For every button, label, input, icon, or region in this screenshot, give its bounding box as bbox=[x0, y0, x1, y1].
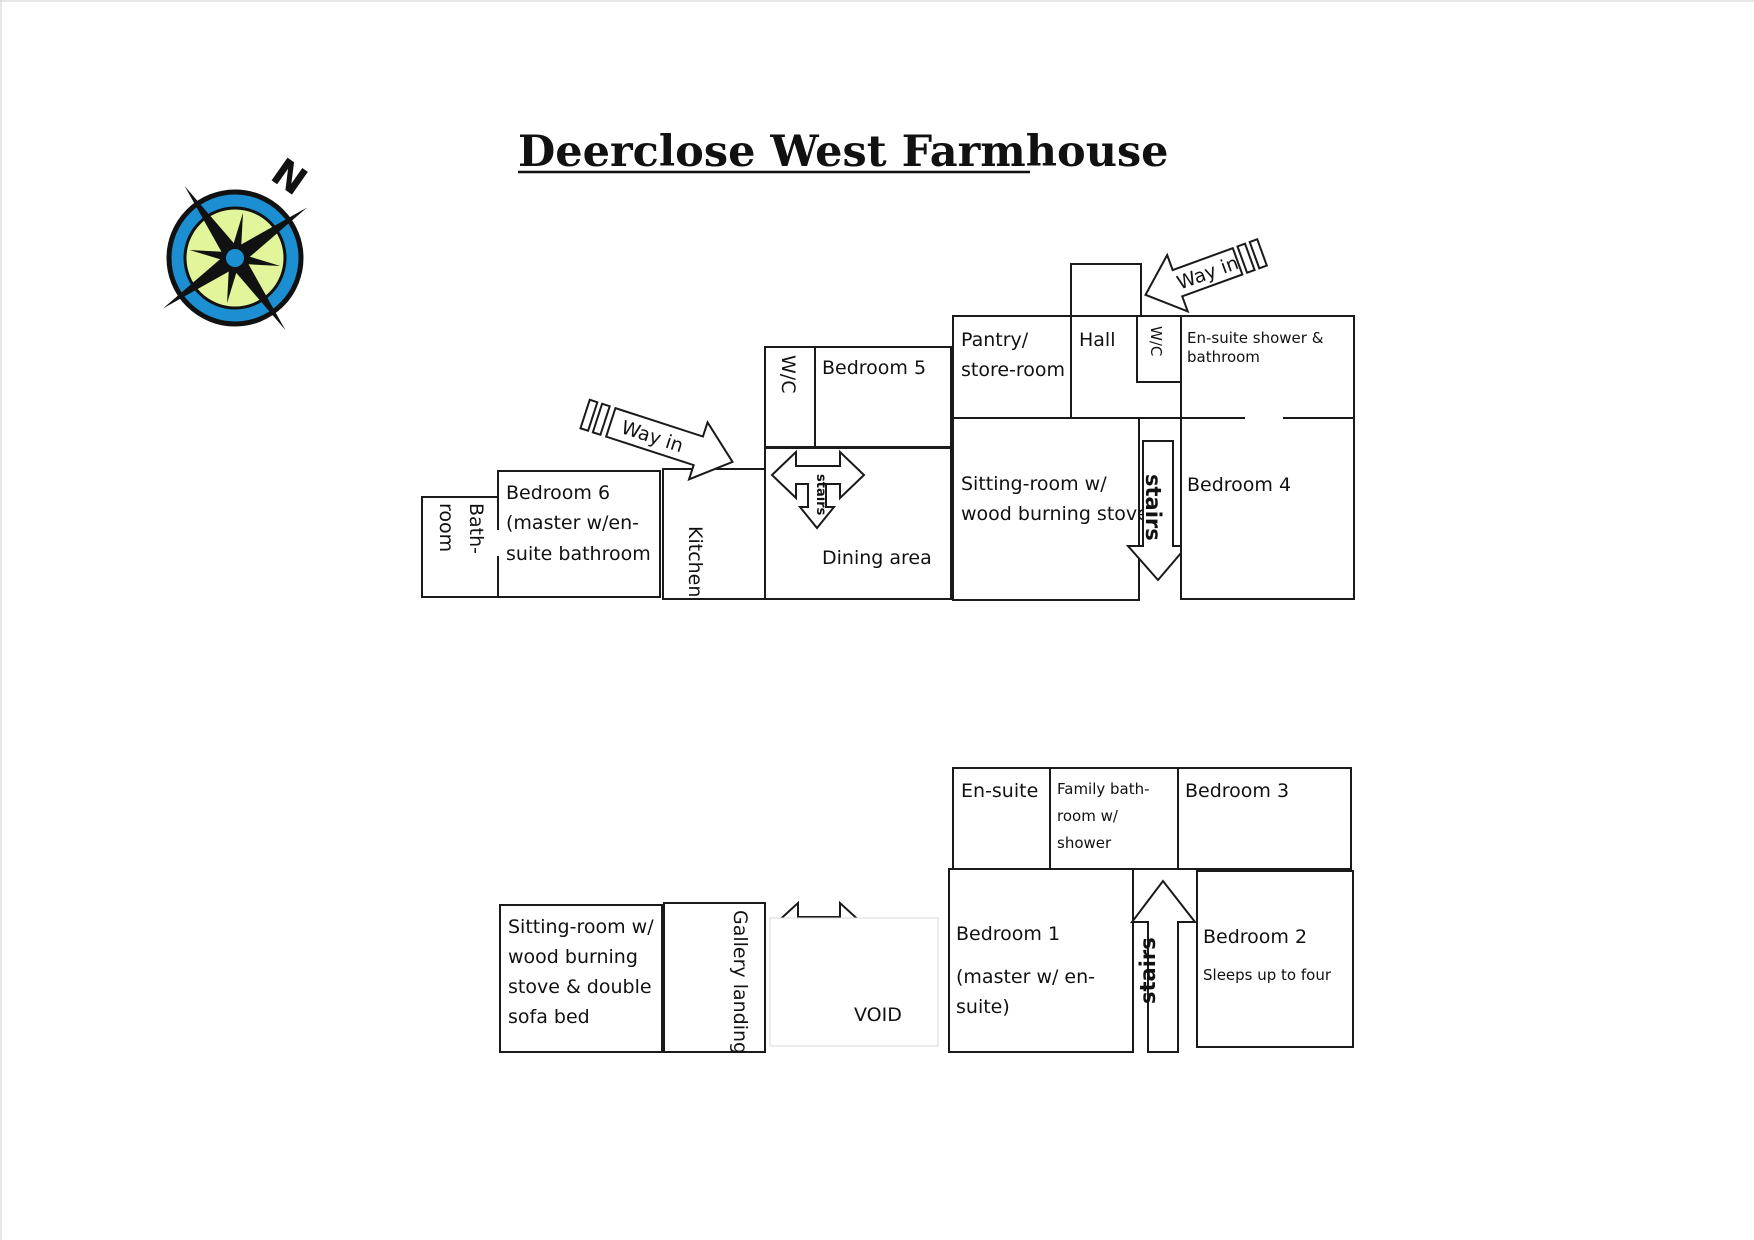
gallery-label: Gallery landing bbox=[729, 910, 751, 1054]
bedroom1-label-2: (master w/ en- bbox=[956, 966, 1095, 988]
room-ensuite-shower bbox=[1180, 315, 1355, 419]
bedroom6-label-2: (master w/en- bbox=[506, 512, 639, 534]
kitchen-label: Kitchen bbox=[684, 526, 706, 597]
door-gap-bedroom-6 bbox=[494, 530, 502, 556]
stairs-arrow-icon bbox=[770, 449, 866, 530]
room-sitting-ground bbox=[952, 417, 1140, 601]
pantry-label-1: Pantry/ bbox=[961, 329, 1029, 351]
bedroom1-label-3: suite) bbox=[956, 996, 1010, 1018]
hall-label: Hall bbox=[1079, 329, 1116, 351]
room-gallery-landing bbox=[663, 902, 766, 1053]
room-bathroom bbox=[421, 496, 499, 598]
room-bedroom-1 bbox=[948, 868, 1134, 1053]
room-bedroom-3 bbox=[1177, 767, 1352, 870]
room-bedroom-2 bbox=[1196, 870, 1354, 1048]
room-porch bbox=[1070, 263, 1142, 317]
stairs-main-ground-label: stairs bbox=[1141, 474, 1165, 541]
sitting-first-label-3: stove & double bbox=[508, 976, 652, 998]
wc-east-label: W/C bbox=[1147, 326, 1165, 356]
ensuite-first-label: En-suite bbox=[961, 780, 1038, 802]
room-wc-west bbox=[764, 346, 816, 448]
bedroom4-label: Bedroom 4 bbox=[1187, 474, 1291, 496]
stairs-main-first-label: stairs bbox=[1136, 937, 1160, 1004]
ensuite-shower-label-1: En-suite shower & bbox=[1187, 329, 1324, 347]
bedroom6-label-3: suite bathroom bbox=[506, 543, 651, 565]
pantry-label-2: store-room bbox=[961, 359, 1065, 381]
sitting-first-label-4: sofa bed bbox=[508, 1006, 590, 1028]
compass-star-icon bbox=[162, 185, 308, 331]
family-bath-label-2: room w/ bbox=[1057, 807, 1119, 825]
room-bedroom-4 bbox=[1180, 417, 1355, 600]
ground-floor-plan: Bath- room Bedroom 6 (master w/en- suite… bbox=[421, 237, 1355, 601]
family-bath-label-1: Family bath- bbox=[1057, 780, 1150, 798]
room-void bbox=[769, 917, 939, 1047]
sitting-ground-label-1: Sitting-room w/ bbox=[961, 473, 1107, 495]
bedroom3-label: Bedroom 3 bbox=[1185, 780, 1289, 802]
page-title: Deerclose West Farmhouse bbox=[518, 127, 1169, 177]
room-kitchen bbox=[662, 468, 766, 600]
stairs-main-down-arrow-icon bbox=[1125, 440, 1190, 582]
sitting-ground-label-2: wood burning stove bbox=[961, 503, 1149, 525]
stairs-main-up-arrow-icon bbox=[1129, 879, 1198, 1053]
compass-north-label: N bbox=[264, 150, 315, 204]
room-bedroom-6 bbox=[497, 470, 661, 598]
way-in-east-arrow-icon: Way in bbox=[1144, 237, 1269, 314]
ensuite-shower-label-2: bathroom bbox=[1187, 348, 1260, 366]
void-label: VOID bbox=[854, 1004, 902, 1026]
stairs-small-ground-label: stairs bbox=[813, 474, 828, 516]
bedroom6-label-1: Bedroom 6 bbox=[506, 482, 610, 504]
family-bath-label-3: shower bbox=[1057, 834, 1112, 852]
dining-label: Dining area bbox=[822, 547, 932, 569]
bedroom2-label: Bedroom 2 bbox=[1203, 926, 1307, 948]
bedroom5-label: Bedroom 5 bbox=[822, 357, 926, 379]
room-bedroom-5 bbox=[814, 346, 952, 448]
room-ensuite-first bbox=[952, 767, 1051, 870]
bedroom1-label-1: Bedroom 1 bbox=[956, 923, 1060, 945]
sitting-first-label-1: Sitting-room w/ bbox=[508, 916, 654, 938]
room-wc-east bbox=[1136, 315, 1182, 383]
door-gap-bedroom-4 bbox=[1245, 414, 1283, 422]
compass-icon: N bbox=[162, 150, 315, 331]
bedroom2-note: Sleeps up to four bbox=[1203, 966, 1332, 984]
bathroom-label-2: room bbox=[435, 503, 457, 552]
first-floor-plan: Sitting-room w/ wood burning stove & dou… bbox=[499, 767, 1354, 1054]
sitting-first-label-2: wood burning bbox=[508, 946, 638, 968]
wc-west-label: W/C bbox=[777, 355, 799, 393]
bathroom-label-1: Bath- bbox=[465, 503, 487, 554]
room-sitting-first bbox=[499, 904, 663, 1053]
room-family-bathroom bbox=[1049, 767, 1179, 870]
